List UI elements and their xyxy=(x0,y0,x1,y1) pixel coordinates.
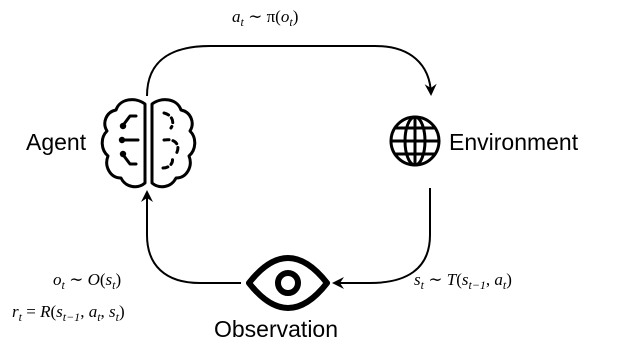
equation-token: t xyxy=(289,15,293,29)
observation-equation: ot ∼ O(st) xyxy=(53,270,121,292)
equation-token: ∼ xyxy=(424,270,447,289)
arrow-observation-to-agent xyxy=(141,190,241,284)
policy-equation: at ∼ π(ot) xyxy=(232,7,298,29)
globe-icon xyxy=(389,115,441,167)
equation-token: , xyxy=(101,302,110,321)
equation-token: t xyxy=(241,15,245,29)
equation-token: , xyxy=(486,270,495,289)
agent-label: Agent xyxy=(26,129,87,155)
environment-label: Environment xyxy=(449,129,579,155)
equation-token: t xyxy=(503,278,507,292)
equation-token: O xyxy=(88,270,100,289)
equation-token: ) xyxy=(293,7,299,26)
equation-token: ∼ xyxy=(65,270,88,289)
reward-equation: rt = R(st−1, at, st) xyxy=(12,302,125,324)
equation-token: s xyxy=(56,302,63,321)
equation-token: t−1 xyxy=(468,278,485,292)
equation-token: ) xyxy=(506,270,512,289)
equation-token: s xyxy=(109,302,116,321)
equation-token: s xyxy=(106,270,113,289)
arrow-environment-to-observation xyxy=(332,188,431,289)
arrow-agent-to-environment xyxy=(146,45,437,97)
equation-token: R xyxy=(39,302,51,321)
equation-token: t xyxy=(112,278,116,292)
equation-token: T xyxy=(447,270,458,289)
equation-token: ( xyxy=(456,270,462,289)
equation-token: ) xyxy=(116,270,122,289)
observation-label: Observation xyxy=(214,316,338,342)
equation-token: s xyxy=(414,270,421,289)
brain-circuit-nodes xyxy=(118,122,127,158)
equation-token: t xyxy=(116,310,120,324)
brain-icon xyxy=(100,98,197,189)
equation-token: , xyxy=(80,302,89,321)
equation-token: a xyxy=(232,7,241,26)
equation-token: s xyxy=(462,270,469,289)
transition-equation: st ∼ T(st−1, at) xyxy=(414,270,512,292)
equation-token: t−1 xyxy=(63,310,80,324)
equation-token: t xyxy=(97,310,101,324)
equation-token: = xyxy=(22,302,40,321)
equation-token: a xyxy=(89,302,98,321)
equation-token: ) xyxy=(119,302,125,321)
equation-token: ( xyxy=(50,302,56,321)
equation-token: r xyxy=(12,302,19,321)
eye-icon xyxy=(246,255,330,311)
equation-token: t xyxy=(19,310,23,324)
equation-token: o xyxy=(53,270,62,289)
equation-token: a xyxy=(494,270,503,289)
equation-token: ∼ π( xyxy=(244,7,281,26)
equation-token: ( xyxy=(100,270,106,289)
equation-token: t xyxy=(62,278,66,292)
equation-token: t xyxy=(421,278,425,292)
equation-token: o xyxy=(281,7,290,26)
